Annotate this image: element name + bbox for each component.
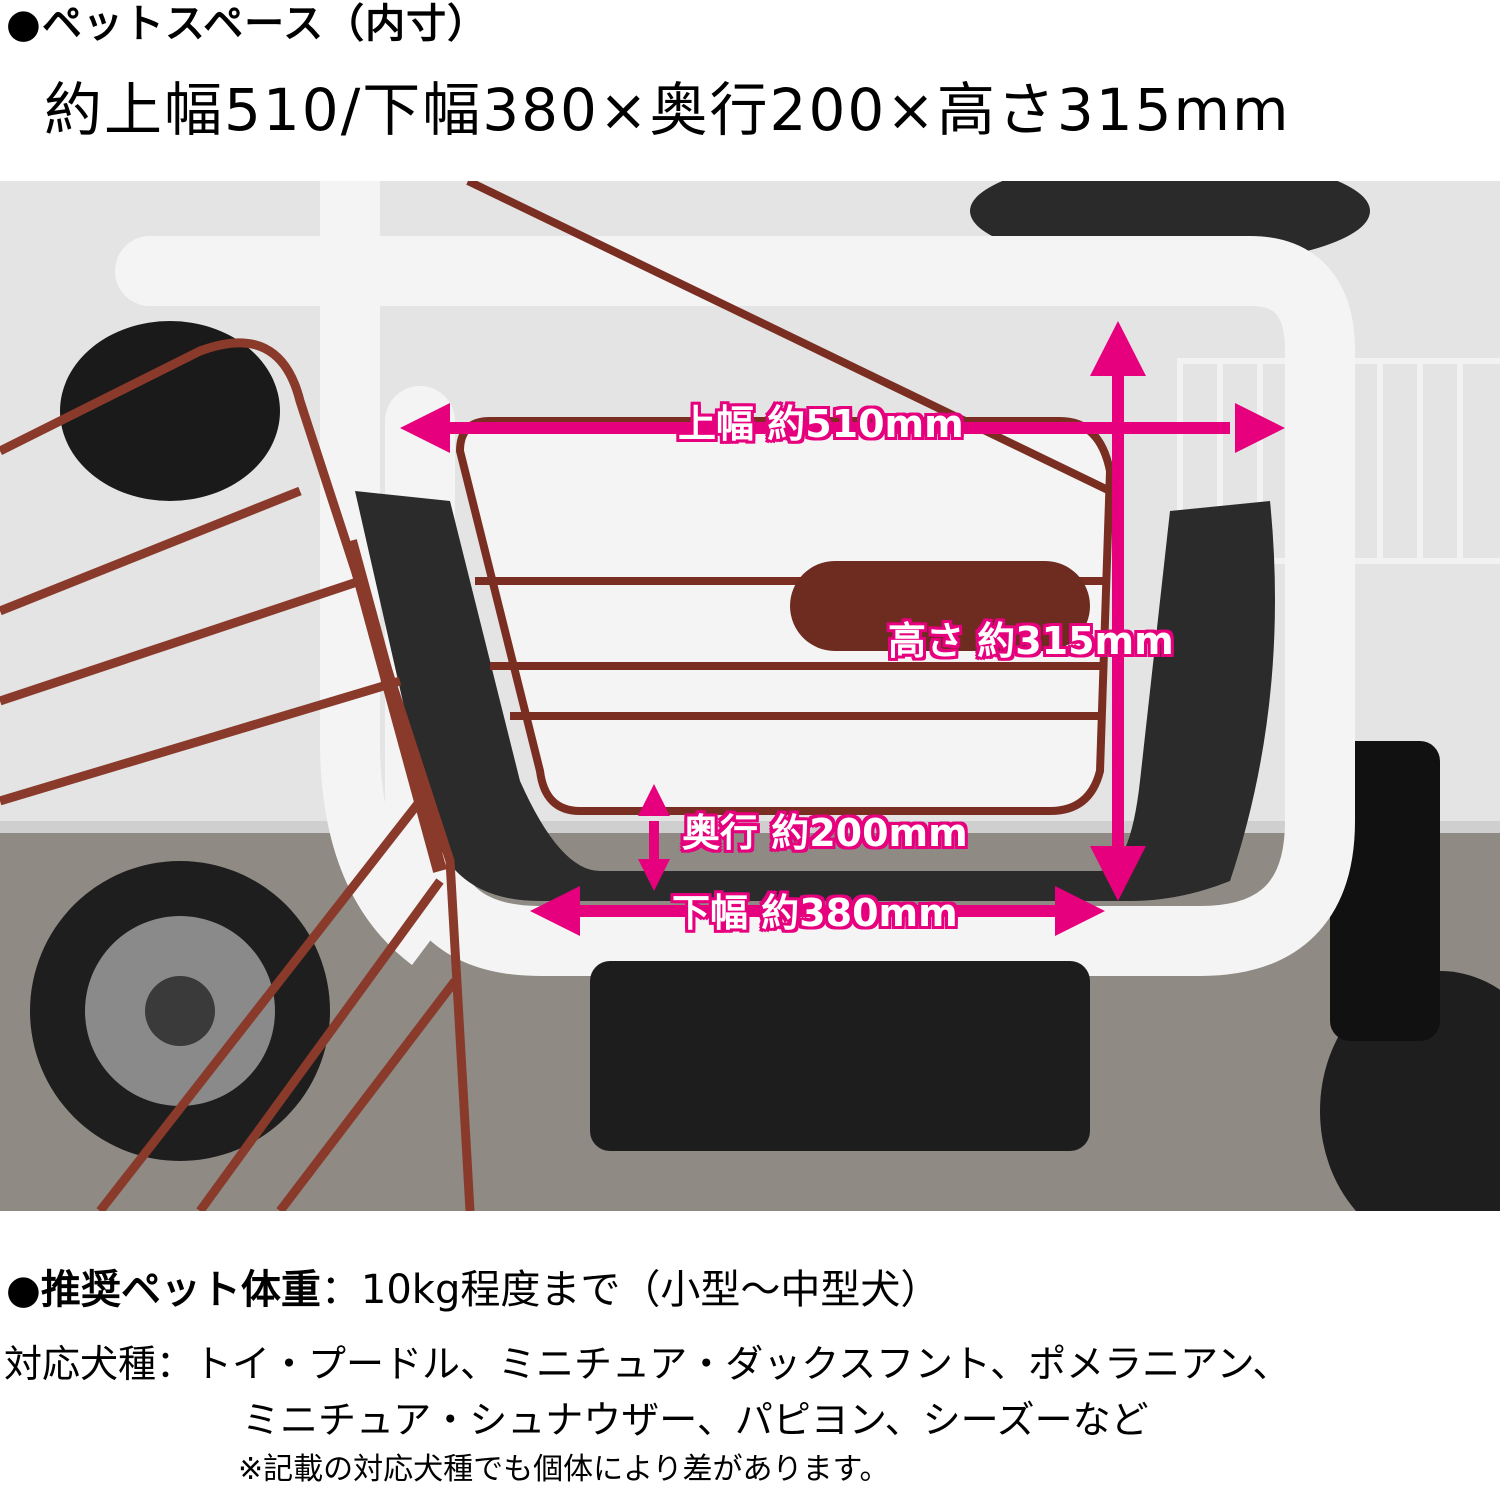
height-label: 高さ 約315mm — [888, 619, 1174, 663]
weight-value: ：10kg程度まで（小型～中型犬） — [320, 1267, 941, 1313]
weight-label: ●推奨ペット体重 — [6, 1267, 321, 1313]
breeds-line-2: ミニチュア・シュナウザー、パピヨン、シーズーなど — [242, 1398, 1149, 1442]
breeds-line-1: 対応犬種：トイ・プードル、ミニチュア・ダックスフント、ポメラニアン、 — [4, 1336, 1290, 1392]
disclaimer-note: ※記載の対応犬種でも個体により差があります。 — [238, 1452, 890, 1487]
breeds-list-1: トイ・プードル、ミニチュア・ダックスフント、ポメラニアン、 — [194, 1342, 1291, 1386]
top-width-label: 上幅 約510mm — [678, 402, 964, 446]
product-photo: 上幅 約510mm 高さ 約315mm 奥行 約200mm 下幅 約380mm — [0, 181, 1500, 1211]
section-title: ●ペットスペース（内寸） — [6, 1, 489, 47]
breeds-label: 対応犬種： — [4, 1342, 195, 1386]
bicycle-illustration — [0, 181, 1500, 1211]
recommended-weight: ●推奨ペット体重：10kg程度まで（小型～中型犬） — [6, 1262, 940, 1318]
dimensions-summary: 約上幅510/下幅380×奥行200×高さ315mm — [44, 76, 1291, 144]
depth-label: 奥行 約200mm — [682, 811, 968, 855]
bottom-width-label: 下幅 約380mm — [672, 891, 958, 935]
